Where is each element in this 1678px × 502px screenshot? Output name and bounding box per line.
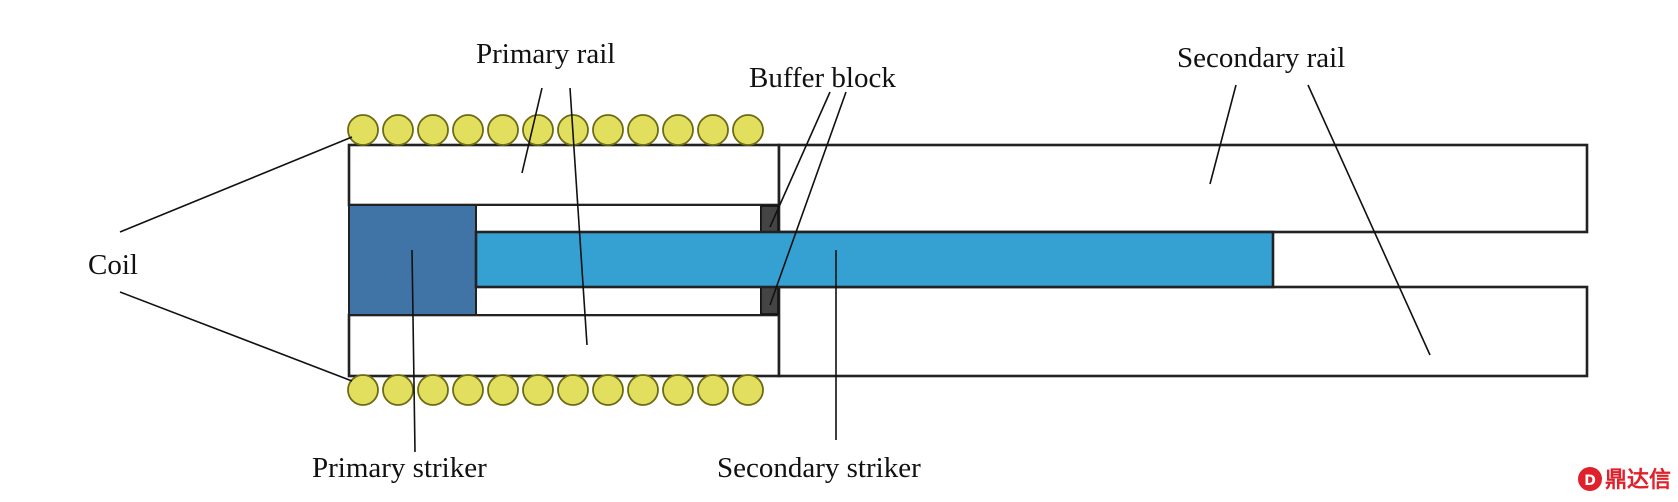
coil-turn: [662, 374, 694, 406]
coil-turn: [382, 374, 414, 406]
coil-turn: [487, 114, 519, 146]
coil-turn: [732, 374, 764, 406]
buffer-block-upper: [760, 205, 779, 233]
coil-turn: [347, 374, 379, 406]
logo-badge-icon: D: [1578, 467, 1602, 491]
coil-turn: [452, 374, 484, 406]
coil-turn: [347, 114, 379, 146]
coil-turn: [592, 374, 624, 406]
coil-turn: [592, 114, 624, 146]
primary-rail-upper: [347, 143, 781, 207]
coil-turn: [417, 114, 449, 146]
leader-buffer-block-lower: [769, 91, 847, 306]
label-buffer-block: Buffer block: [749, 62, 896, 94]
watermark: D 鼎达信: [1578, 467, 1671, 493]
coil-turn: [522, 374, 554, 406]
coil-turn: [732, 114, 764, 146]
secondary-rail-lower: [777, 285, 1589, 378]
coil-top-row: [347, 114, 764, 146]
coil-turn: [417, 374, 449, 406]
coil-turn: [382, 114, 414, 146]
coil-turn: [697, 114, 729, 146]
coil-turn: [522, 114, 554, 146]
leader-primary-rail-lower: [569, 87, 588, 346]
leader-secondary-rail-lower: [1307, 84, 1431, 356]
coil-bottom-row: [347, 374, 764, 406]
leader-buffer-block-upper: [769, 91, 831, 228]
secondary-rail-upper: [777, 143, 1589, 234]
label-secondary-rail: Secondary rail: [1177, 42, 1345, 74]
watermark-text: 鼎达信: [1605, 467, 1671, 493]
label-primary-rail: Primary rail: [476, 38, 615, 70]
primary-inner-channel-upper: [475, 204, 762, 233]
leader-secondary-rail-upper: [1209, 84, 1237, 185]
coil-turn: [452, 114, 484, 146]
primary-inner-channel-lower: [475, 286, 762, 316]
secondary-striker: [474, 230, 1275, 289]
leader-primary-striker: [411, 249, 416, 453]
label-primary-striker: Primary striker: [312, 452, 487, 484]
primary-rail-lower: [347, 313, 781, 378]
leader-lines: [119, 84, 1431, 453]
svg-text:D: D: [1584, 473, 1596, 489]
leader-coil-lower: [119, 291, 353, 382]
coil-turn: [697, 374, 729, 406]
leader-primary-rail-upper: [521, 87, 543, 174]
coil-turn: [662, 114, 694, 146]
coil-turn: [487, 374, 519, 406]
coil-turn: [557, 374, 589, 406]
label-coil: Coil: [88, 249, 138, 281]
label-secondary-striker: Secondary striker: [717, 452, 921, 484]
leader-coil-upper: [119, 136, 353, 233]
coil-turn: [627, 114, 659, 146]
coil-turn: [627, 374, 659, 406]
